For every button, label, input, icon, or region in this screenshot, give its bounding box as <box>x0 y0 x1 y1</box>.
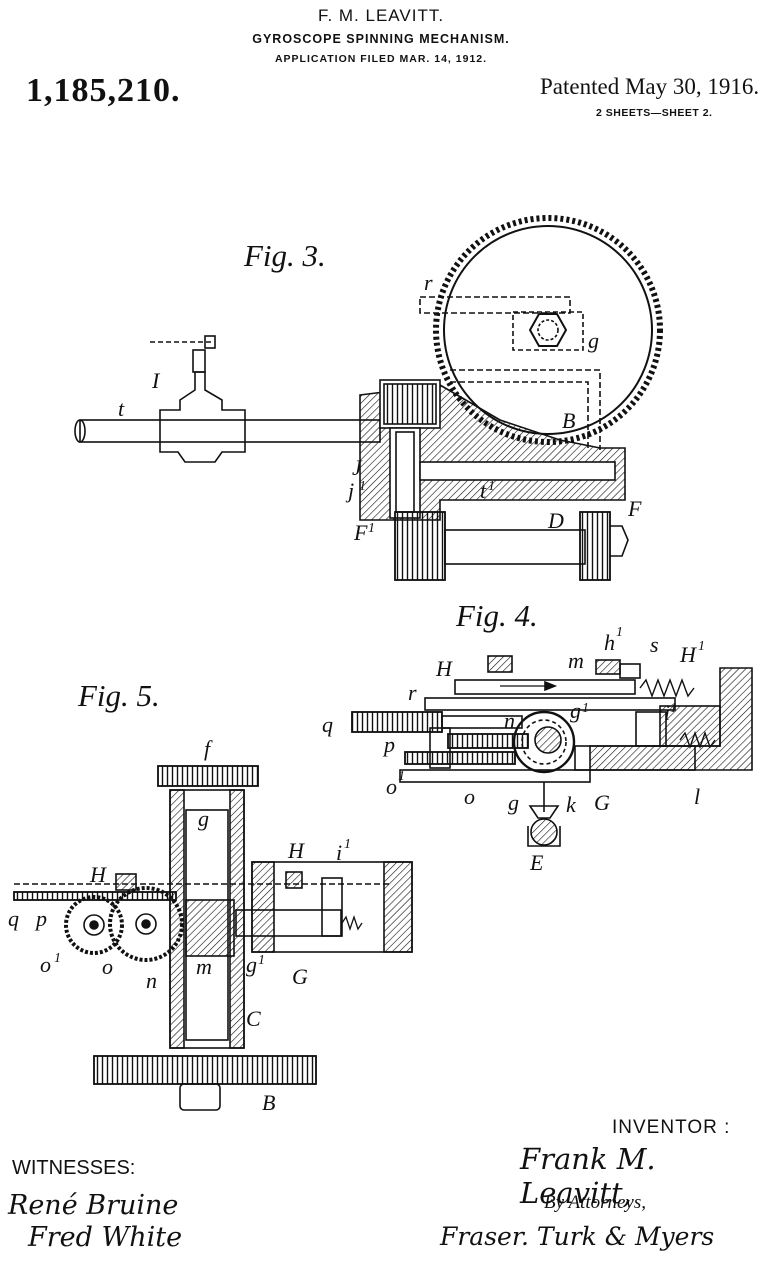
fig4-rod-r <box>424 697 676 711</box>
fig3-channel-t1 <box>419 461 616 481</box>
fig3-label-t1: t <box>480 478 487 503</box>
fig5-label-G: G <box>292 964 308 989</box>
fig5-label-m: m <box>196 954 212 979</box>
fig5-label-i1-sup: 1 <box>344 837 351 852</box>
fig4-label-q: q <box>322 712 333 737</box>
fig4-label-H1: H <box>679 642 697 667</box>
fig5-labels: f g H i 1 H q p o 1 o n m g 1 G C B <box>8 736 351 1115</box>
fig4-label-k: k <box>566 792 577 817</box>
fig5-label-B: B <box>262 1090 275 1115</box>
fig3-label-t: t <box>118 396 125 421</box>
fig5-label-H-top: H <box>287 838 305 863</box>
fig5-label-o1: o <box>40 952 51 977</box>
witness-signature-2: Fred White <box>28 1222 183 1253</box>
fig3-label-j1: j <box>345 478 354 503</box>
fig3-label-F1-sup: 1 <box>368 521 375 536</box>
fig4-label-o1-sup: 1 <box>398 769 405 784</box>
fig5-label-q: q <box>8 906 19 931</box>
inventor-signature: Frank M. Leavitt, <box>520 1142 656 1210</box>
fig4-label-s: s <box>650 632 659 657</box>
fig4-rack-H <box>454 679 636 695</box>
fig4-element-G <box>574 745 696 771</box>
fig3-valve-I <box>159 371 246 463</box>
fig4-label-h1: h <box>604 630 615 655</box>
fig5-drawing <box>13 765 413 1111</box>
fig4-label-l: l <box>694 784 700 809</box>
fig4-gear-q <box>351 711 443 733</box>
fig5-label-p: p <box>34 906 47 931</box>
fig3-label-J: J <box>352 455 363 480</box>
fig3-caption: Fig. 3. <box>244 238 326 273</box>
fig4-labels: h 1 s H 1 m H r g 1 q n i 1 p o 1 o g k … <box>322 625 705 875</box>
fig4-worm-m <box>512 710 576 774</box>
fig5-label-g: g <box>198 806 209 831</box>
fig5-label-o: o <box>102 954 113 979</box>
fig5-gear-B <box>93 1055 317 1085</box>
fig3-label-g: g <box>588 328 599 353</box>
fig3-label-I: I <box>151 368 161 393</box>
fig3-rod-r <box>419 296 571 314</box>
fig4-label-r: r <box>408 680 417 705</box>
fig5-bar-G <box>235 909 342 937</box>
fig4-label-g1: g <box>570 698 581 723</box>
fig4-label-m: m <box>568 648 584 673</box>
witnesses-heading: WITNESSES: <box>12 1157 136 1179</box>
sheet-indicator: 2 SHEETS—SHEET 2. <box>596 107 713 119</box>
fig5-label-H: H <box>89 862 107 887</box>
fig3-gear-F1 <box>394 511 446 581</box>
fig5-caption: Fig. 5. <box>78 678 160 713</box>
patent-title: GYROSCOPE SPINNING MECHANISM. <box>252 32 510 46</box>
fig3-label-B: B <box>562 408 575 433</box>
fig5-label-g1: g <box>246 952 257 977</box>
fig4-label-p: p <box>382 732 395 757</box>
fig4-label-i1: i <box>664 700 670 725</box>
fig4-label-G: G <box>594 790 610 815</box>
fig5-label-o1-sup: 1 <box>54 951 61 966</box>
fig5-gear-p <box>64 895 124 955</box>
inventor-heading: INVENTOR : <box>612 1117 731 1138</box>
fig5-worm-m <box>185 899 235 957</box>
fig3-pipe-t <box>79 419 381 443</box>
fig4-label-n: n <box>504 708 515 733</box>
application-filed-date: APPLICATION FILED MAR. 14, 1912. <box>274 53 488 65</box>
inventor-name-header: F. M. LEAVITT. <box>317 6 445 25</box>
fig3-drawing <box>74 215 663 581</box>
patented-date: Patented May 30, 1916. <box>540 74 760 99</box>
patent-number: 1,185,210. <box>26 72 181 109</box>
fig4-label-H1-sup: 1 <box>698 639 705 654</box>
witness-signature-1: René Bruine <box>8 1190 179 1221</box>
fig5-gear-n <box>108 886 184 962</box>
fig3-label-j1-sup: 1 <box>359 479 366 494</box>
fig4-label-o1: o <box>386 774 397 799</box>
fig4-drawing <box>351 655 753 847</box>
fig3-label-F: F <box>627 496 642 521</box>
fig3-label-D: D <box>547 508 564 533</box>
fig3-labels: r g I t B J j 1 t 1 D F F 1 <box>118 270 642 545</box>
fig3-label-r: r <box>424 270 433 295</box>
fig4-label-g1-sup: 1 <box>582 701 589 716</box>
fig5-label-i1: i <box>336 840 342 865</box>
fig5-gear-f <box>157 765 259 787</box>
fig4-label-i1-sup: 1 <box>670 701 677 716</box>
fig4-caption: Fig. 4. <box>456 598 538 633</box>
fig5-label-f: f <box>204 736 213 761</box>
fig5-label-g1-sup: 1 <box>258 953 265 968</box>
fig4-label-E: E <box>529 850 544 875</box>
fig3-hub-nut <box>528 313 568 347</box>
by-attorneys-label: By Attorneys, <box>544 1192 647 1213</box>
attorneys-signature: Fraser. Turk & Myers <box>440 1222 715 1251</box>
fig5-label-C: C <box>246 1006 261 1031</box>
fig4-spring-H1 <box>639 678 695 698</box>
fig4-label-h1-sup: 1 <box>616 625 623 640</box>
fig4-label-g: g <box>508 790 519 815</box>
fig3-shaft <box>444 529 586 565</box>
fig3-label-t1-sup: 1 <box>488 479 495 494</box>
fig4-label-H: H <box>435 656 453 681</box>
fig3-label-F1: F <box>353 520 368 545</box>
fig4-shaft-E <box>530 818 558 846</box>
fig5-label-n: n <box>146 968 157 993</box>
fig4-label-o: o <box>464 784 475 809</box>
